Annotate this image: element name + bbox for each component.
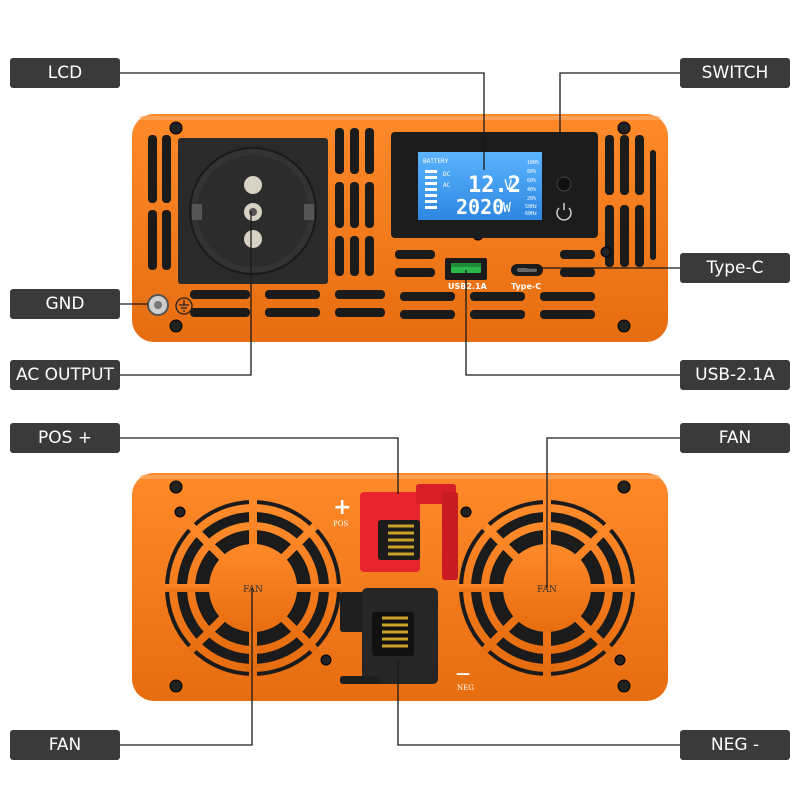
fan-right-text: FAN — [537, 585, 557, 595]
callout-fan-left: FAN — [10, 730, 120, 760]
callout-switch: SWITCH — [680, 58, 790, 88]
screw-icon — [169, 121, 631, 333]
power-switch[interactable] — [556, 176, 572, 192]
ground-symbol-icon — [175, 297, 193, 315]
front-vents-middle — [335, 128, 374, 276]
front-vents-bottom — [190, 250, 595, 319]
typec-port — [511, 264, 543, 276]
lcd-ac-text: AC — [443, 182, 451, 189]
lcd-screen: BATTERY DC AC 12.2 V 2020 W 100% 80% 60% — [418, 152, 542, 220]
fan-left: FAN — [165, 500, 341, 676]
lcd-watt-value: 2020 — [456, 195, 504, 219]
callout-ac-output: AC OUTPUT — [10, 360, 120, 390]
screw-icon — [169, 480, 631, 693]
ac-socket — [178, 138, 328, 284]
callout-neg: NEG - — [680, 730, 790, 760]
neg-text: NEG — [457, 684, 474, 692]
back-panel: FAN FAN — [132, 473, 668, 701]
callout-type-c: Type-C — [680, 253, 790, 283]
svg-text:100%: 100% — [527, 160, 539, 166]
svg-text:50Hz: 50Hz — [525, 204, 537, 210]
gnd-terminal — [147, 294, 169, 316]
lcd-voltage-value: 12.2 — [468, 173, 521, 198]
callout-lcd: LCD — [10, 58, 120, 88]
svg-text:20%: 20% — [527, 196, 536, 202]
pos-text: POS — [333, 520, 348, 528]
svg-text:40%: 40% — [527, 187, 536, 193]
lcd-voltage-unit: V — [504, 178, 513, 194]
typec-port-label: Type-C — [511, 282, 541, 291]
callout-pos: POS + — [10, 423, 120, 453]
negative-terminal — [340, 588, 438, 684]
callout-fan-right: FAN — [680, 423, 790, 453]
lcd-watt-unit: W — [503, 201, 511, 216]
positive-terminal — [360, 484, 458, 580]
usb-port-label: USB2.1A — [448, 282, 488, 291]
lcd-dc-text: DC — [443, 171, 451, 178]
usb-port — [445, 258, 487, 280]
svg-text:60%: 60% — [527, 178, 536, 184]
power-icon — [556, 203, 572, 221]
front-panel: BATTERY DC AC 12.2 V 2020 W 100% 80% 60% — [132, 114, 668, 342]
svg-text:80%: 80% — [527, 169, 536, 175]
callout-usb: USB-2.1A — [680, 360, 790, 390]
front-vents-left — [148, 135, 171, 270]
pos-symbol: + — [333, 495, 351, 520]
lcd-level-column: 100% 80% 60% 40% 20% 50Hz 60Hz — [525, 160, 539, 217]
fan-left-text: FAN — [243, 585, 263, 595]
lcd-battery-text: BATTERY — [423, 158, 449, 165]
lcd-battery-bars — [425, 170, 437, 209]
neg-symbol: — — [456, 666, 470, 682]
leader-lines — [120, 72, 680, 746]
svg-text:60Hz: 60Hz — [525, 211, 537, 217]
callout-gnd: GND — [10, 289, 120, 319]
